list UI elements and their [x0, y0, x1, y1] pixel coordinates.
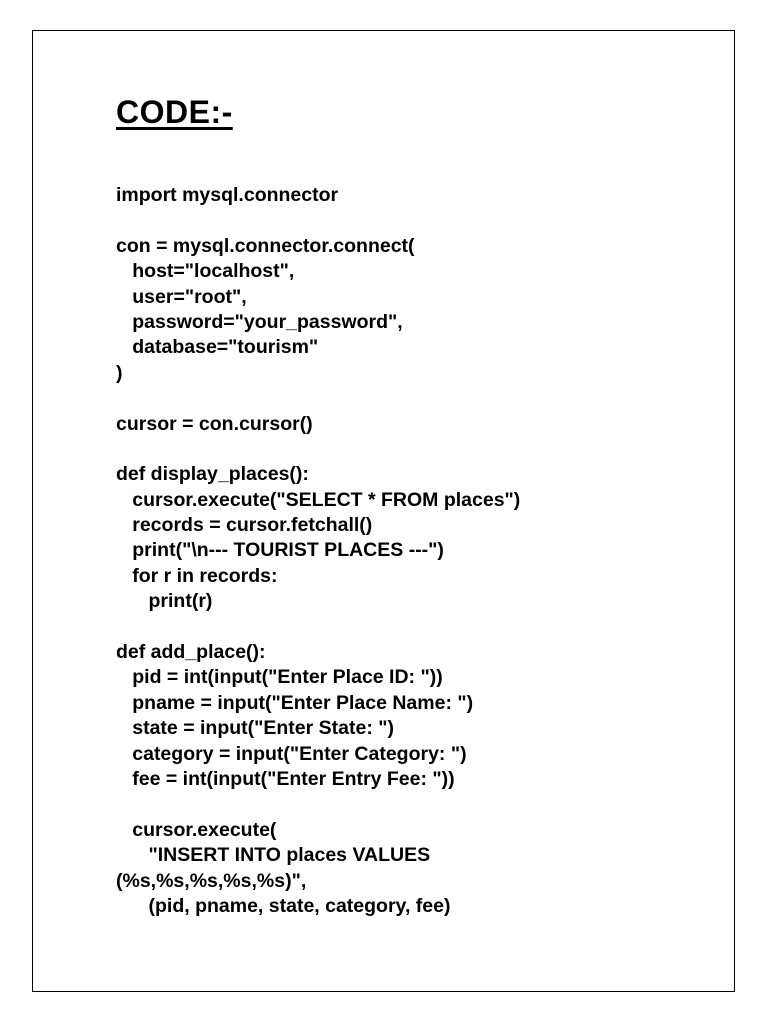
code-line: records = cursor.fetchall() — [116, 514, 373, 537]
code-line: cursor = con.cursor() — [116, 412, 313, 435]
code-line: con = mysql.connector.connect( — [116, 234, 415, 257]
code-line: fee = int(input("Enter Entry Fee: ")) — [116, 767, 455, 790]
code-line: state = input("Enter State: ") — [116, 717, 394, 740]
code-line: def add_place(): — [116, 641, 266, 664]
code-line: print("\n--- TOURIST PLACES ---") — [116, 539, 444, 562]
code-line — [116, 615, 716, 640]
code-line: category = input("Enter Category: ") — [116, 742, 467, 765]
code-line: cursor.execute( — [116, 818, 277, 841]
page-heading: CODE:- — [116, 94, 233, 130]
code-line: (%s,%s,%s,%s,%s)", — [116, 869, 307, 892]
code-block: import mysql.connector con = mysql.conne… — [116, 183, 716, 919]
code-line — [116, 792, 716, 817]
code-line: cursor.execute("SELECT * FROM places") — [116, 488, 521, 511]
code-line: for r in records: — [116, 564, 278, 587]
page-border — [32, 30, 735, 992]
code-line: print(r) — [116, 590, 213, 613]
code-line: password="your_password", — [116, 310, 403, 333]
code-line: user="root", — [116, 285, 247, 308]
code-line: database="tourism" — [116, 336, 319, 359]
code-line: import mysql.connector — [116, 184, 339, 206]
code-line: host="localhost", — [116, 260, 295, 283]
code-line — [116, 208, 716, 233]
code-line — [116, 386, 716, 411]
code-line: pname = input("Enter Place Name: ") — [116, 691, 474, 714]
code-line: (pid, pname, state, category, fee) — [116, 894, 451, 917]
code-line: ) — [116, 361, 123, 384]
code-line: pid = int(input("Enter Place ID: ")) — [116, 666, 443, 689]
code-line: "INSERT INTO places VALUES — [116, 844, 431, 867]
code-line: def display_places(): — [116, 463, 309, 486]
code-line — [116, 437, 716, 462]
